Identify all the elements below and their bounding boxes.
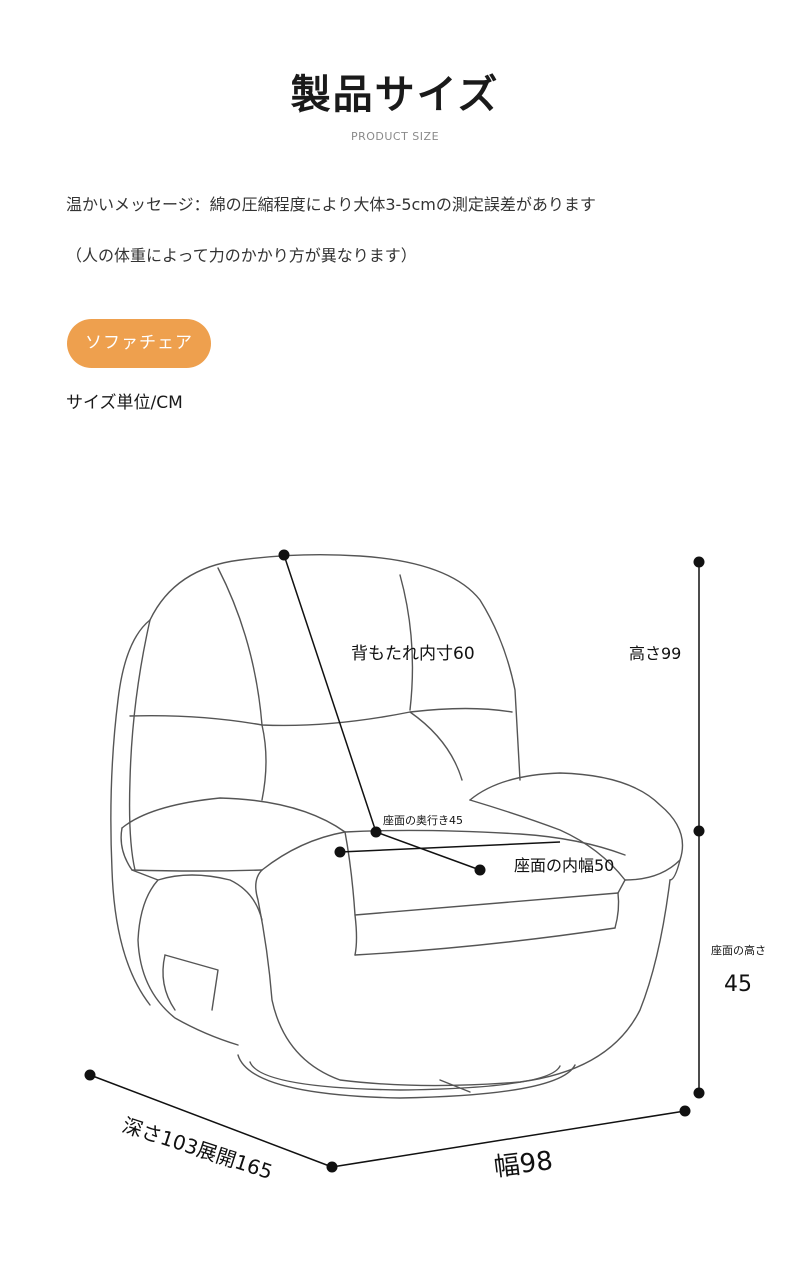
endpoint-dot xyxy=(474,864,486,876)
endpoint-dot xyxy=(326,1161,338,1173)
height-dimension-label: 高さ99 xyxy=(629,644,681,663)
product-type-badge: ソファチェア xyxy=(67,319,211,368)
seat-depth-dimension-line xyxy=(375,831,481,871)
seat-width-dimension-label: 座面の内幅50 xyxy=(514,856,614,875)
endpoint-dot xyxy=(84,1069,96,1081)
notice-line-1: 温かいメッセージ：綿の圧縮程度により大体3-5cmの測定誤差があります xyxy=(66,195,596,214)
sofa-chair-illustration xyxy=(110,553,684,1099)
backrest-dimension-label: 背もたれ内寸60 xyxy=(351,644,475,664)
page-subtitle: PRODUCT SIZE xyxy=(350,130,440,143)
seat-depth-dimension-label: 座面の奥行き45 xyxy=(383,813,463,827)
seat-height-dimension-label: 座面の高さ xyxy=(711,943,766,957)
endpoint-dot xyxy=(334,846,346,858)
depth-dimension-label: 深さ103展開165 xyxy=(119,1113,275,1184)
seat-width-dimension-line xyxy=(339,841,561,853)
notice-line-2: （人の体重によって力のかかり方が異なります） xyxy=(66,246,417,265)
seat-height-dimension-value: 45 xyxy=(724,972,752,997)
size-unit-label: サイズ単位/CM xyxy=(66,393,183,413)
endpoint-dot xyxy=(693,1087,705,1099)
endpoint-dot xyxy=(693,556,705,568)
backrest-dimension-line xyxy=(283,554,377,833)
endpoint-dot xyxy=(370,826,382,838)
endpoint-dot xyxy=(679,1105,691,1117)
width-dimension-line xyxy=(331,1110,686,1168)
depth-dimension-line xyxy=(89,1074,333,1168)
endpoint-dot xyxy=(278,549,290,561)
width-dimension-label: 幅98 xyxy=(492,1146,554,1183)
dimension-endpoints xyxy=(84,549,705,1173)
page-title: 製品サイズ xyxy=(290,72,500,118)
endpoint-dot xyxy=(693,825,705,837)
